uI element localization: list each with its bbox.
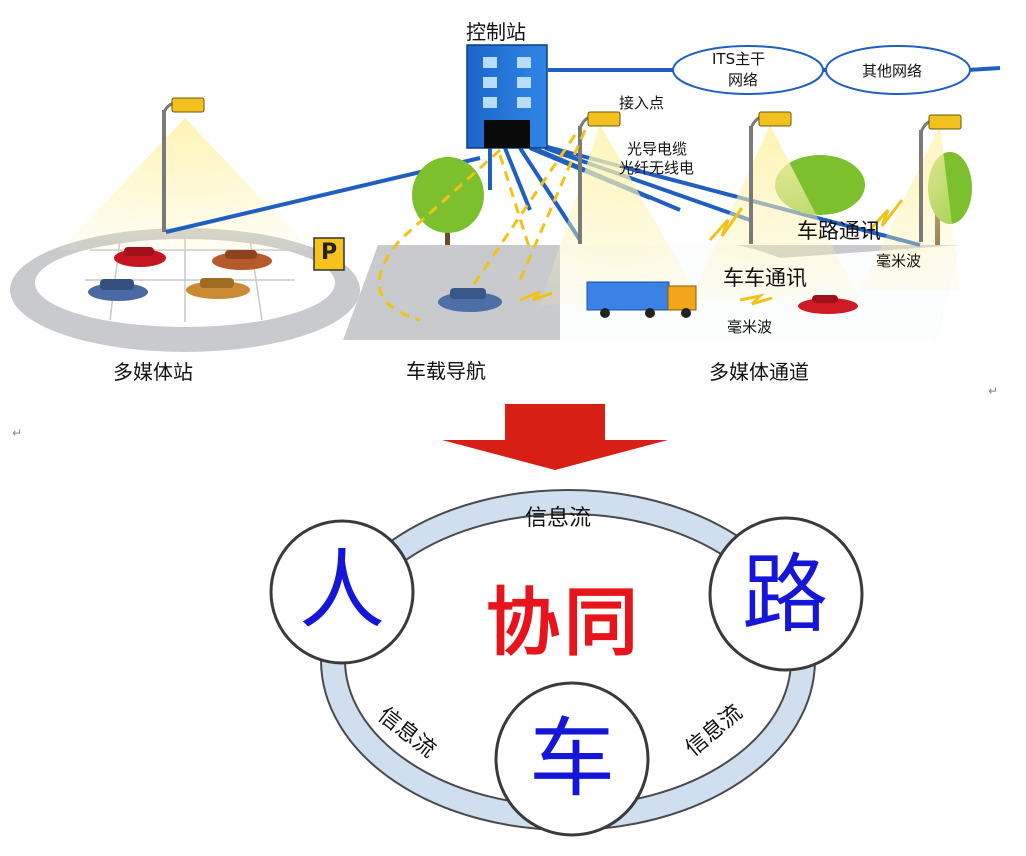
return-mark: ↵ <box>12 426 23 440</box>
vehicle-node-label: 车 <box>529 709 615 809</box>
control-station-icon <box>466 44 548 149</box>
its-backbone-label-line2: 网络 <box>728 71 759 89</box>
return-mark: ↵ <box>988 384 999 398</box>
zigzag-signal <box>519 199 904 306</box>
other-networks-label: 其他网络 <box>862 62 923 80</box>
access-point-label: 接入点 <box>619 94 665 112</box>
multimedia-station-label: 多媒体站 <box>113 360 193 384</box>
v2r-label: 车路通讯 <box>797 219 881 243</box>
street-light-cone <box>690 125 860 300</box>
road-node-label: 路 <box>742 545 828 645</box>
navigation-car-icon <box>438 288 502 312</box>
fiber-cable-label: 光导电缆 <box>627 140 688 158</box>
truck-icon <box>586 281 697 318</box>
parking-sign <box>313 237 345 271</box>
street-light-cone <box>60 118 310 250</box>
parked-car-icon <box>88 247 272 301</box>
fiber-wireless-label: 光纤无线电 <box>619 159 695 177</box>
street-lamp-icon <box>578 111 962 244</box>
sports-car-icon <box>798 295 858 314</box>
mmwave-label: 毫米波 <box>876 252 922 270</box>
down-arrow-icon <box>442 404 668 470</box>
person-node <box>269 519 415 665</box>
vehicle-navigation-label: 车载导航 <box>406 359 486 383</box>
parking-sign-letter: P <box>321 240 338 265</box>
multimedia-channel-label: 多媒体通道 <box>709 360 809 384</box>
info-flow-label-top: 信息流 <box>525 506 592 531</box>
street-lamp-icon <box>162 97 205 232</box>
vehicle-node <box>494 681 650 837</box>
v2v-label: 车车通讯 <box>723 266 807 290</box>
other-networks-cloud <box>825 45 971 95</box>
mmwave-label: 毫米波 <box>727 318 773 336</box>
road-node <box>708 516 864 672</box>
street-light-cone <box>540 125 700 305</box>
wireless-links <box>377 129 587 322</box>
its-backbone-label-line1: ITS主干 <box>712 50 766 68</box>
person-node-label: 人 <box>299 541 385 641</box>
its-backbone-cloud <box>672 45 824 95</box>
street-light-cone <box>860 125 960 290</box>
cooperation-label: 协同 <box>486 580 642 666</box>
control-station-label: 控制站 <box>466 20 526 44</box>
